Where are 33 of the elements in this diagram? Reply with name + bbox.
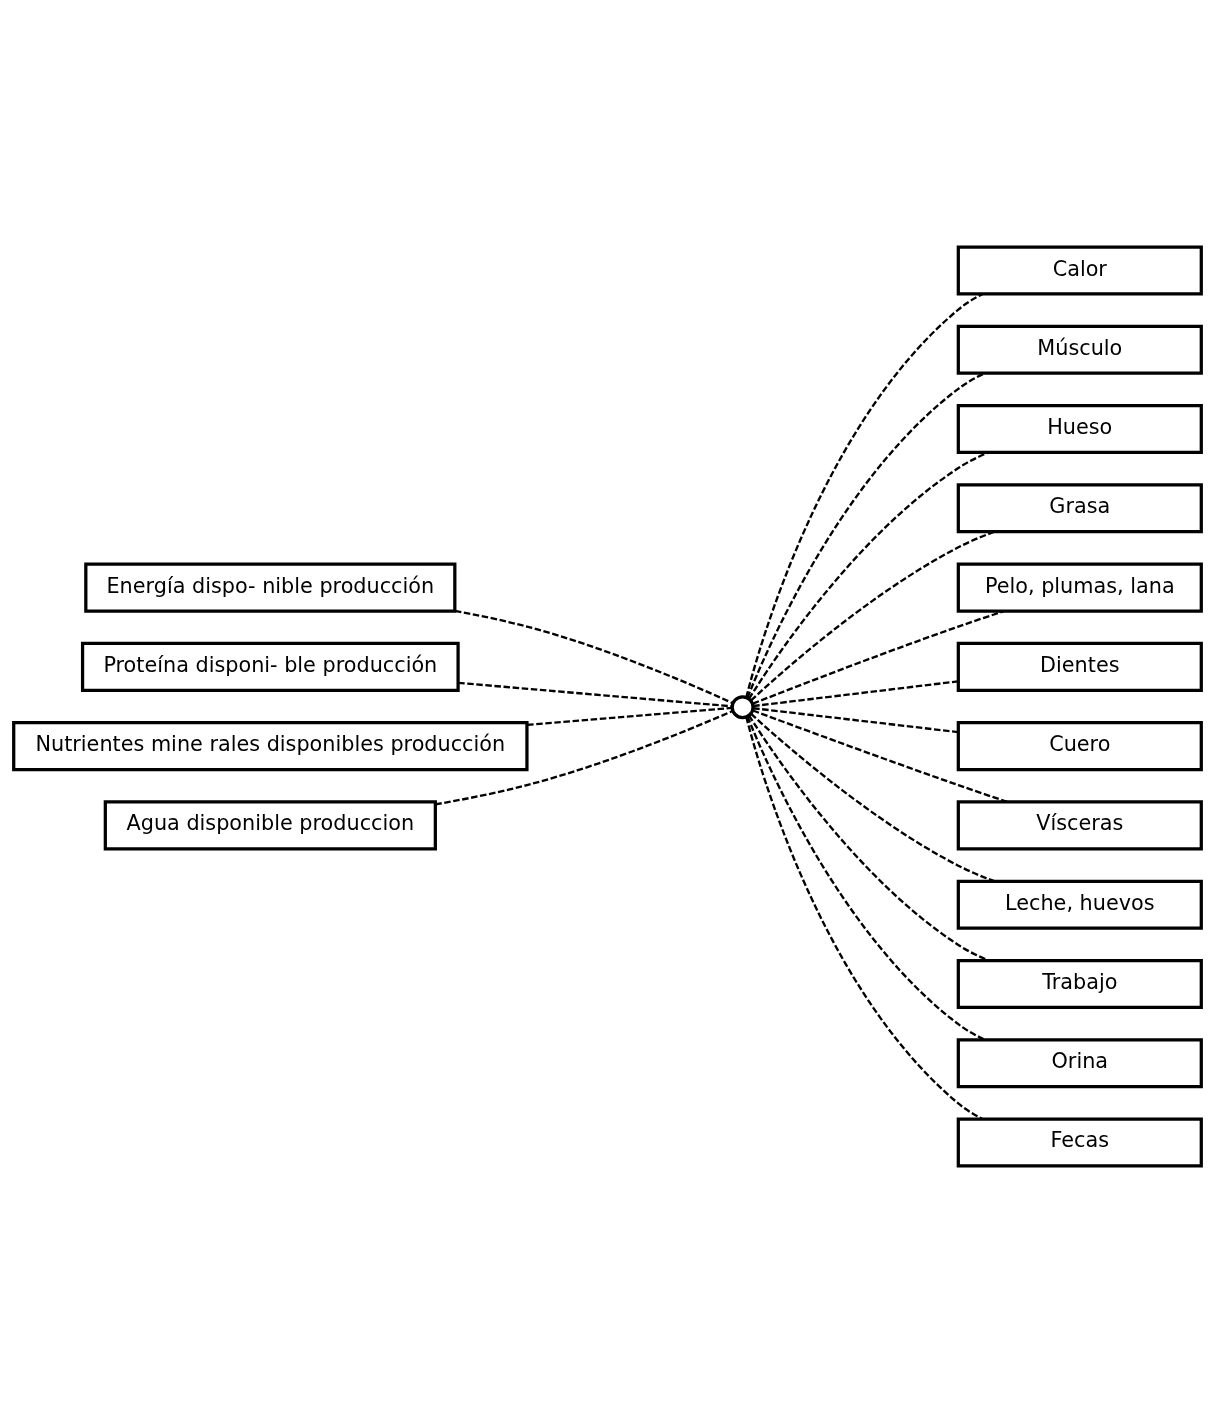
connector bbox=[748, 451, 989, 700]
connector bbox=[752, 709, 1008, 803]
connector bbox=[746, 716, 986, 1041]
node-box: Dientes bbox=[956, 641, 1203, 692]
node-box: Músculo bbox=[956, 324, 1203, 375]
connector bbox=[458, 681, 732, 708]
connector bbox=[527, 706, 733, 727]
connector bbox=[753, 680, 959, 708]
node-box: Leche, huevos bbox=[956, 879, 1203, 930]
connector bbox=[746, 372, 986, 699]
node-box: Grasa bbox=[956, 483, 1203, 534]
node-box: Cuero bbox=[956, 721, 1203, 772]
connector bbox=[745, 293, 983, 698]
connector bbox=[454, 609, 734, 705]
connector bbox=[753, 707, 959, 734]
node-circle bbox=[730, 695, 755, 720]
node-box: Proteína disponi- ble producción bbox=[80, 641, 460, 692]
node-box: Pelo, plumas, lana bbox=[956, 562, 1203, 613]
node-box: Calor bbox=[956, 245, 1203, 296]
node-box: Orina bbox=[956, 1038, 1203, 1089]
node-box: Energía dispo- nible producción bbox=[84, 562, 457, 613]
connector bbox=[748, 714, 989, 962]
node-box: Hueso bbox=[956, 404, 1203, 455]
node-box: Agua disponible produccion bbox=[103, 800, 437, 851]
connector bbox=[745, 716, 983, 1120]
connector bbox=[750, 713, 995, 883]
node-box: Vísceras bbox=[956, 800, 1203, 851]
node-box: Fecas bbox=[956, 1117, 1203, 1168]
node-box: Trabajo bbox=[956, 958, 1203, 1009]
connector bbox=[750, 530, 995, 702]
connector bbox=[752, 610, 1005, 705]
connector bbox=[435, 709, 733, 806]
node-box: Nutrientes mine rales disponibles producción bbox=[12, 721, 529, 772]
